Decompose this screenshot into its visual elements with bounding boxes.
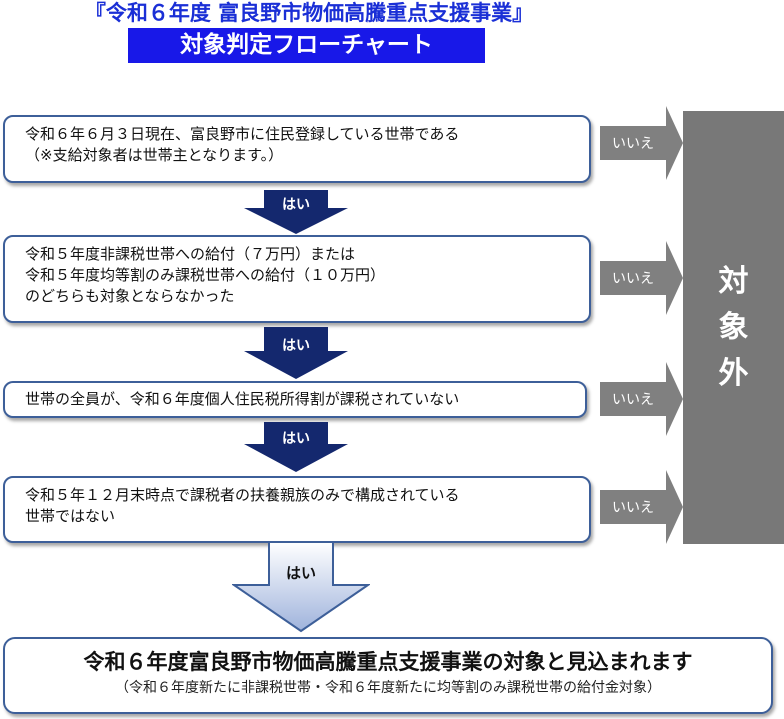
condition-3-line-1: 世帯の全員が、令和６年度個人住民税所得割が課税されていない bbox=[25, 390, 460, 408]
no-label-3: いいえ bbox=[612, 392, 654, 408]
flowchart-subtitle: 対象判定フローチャート bbox=[128, 28, 485, 63]
not-eligible-label: 対 象 外 bbox=[718, 264, 749, 391]
condition-box-3: 世帯の全員が、令和６年度個人住民税所得割が課税されていない bbox=[3, 381, 587, 418]
yes-label-3: はい bbox=[282, 431, 310, 447]
arrow-down-dark-icon bbox=[244, 422, 348, 472]
no-label-2: いいえ bbox=[612, 271, 654, 287]
condition-2-line-3: のどちらも対象とならなかった bbox=[25, 287, 235, 305]
result-note-text: （令和６年度新たに非課税世帯・令和６年度新たに均等割のみ課税世帯の給付金対象） bbox=[115, 680, 661, 696]
final-yes-arrow: はい bbox=[232, 541, 370, 633]
no-arrow-1: いいえ bbox=[600, 106, 683, 180]
condition-box-2: 令和５年度非課税世帯への給付（７万円）または 令和５年度均等割のみ課税世帯への給… bbox=[3, 235, 591, 323]
arrow-right-gray-icon bbox=[600, 362, 683, 436]
yes-arrow-3: はい bbox=[244, 422, 348, 472]
condition-1-line-1: 令和６年６月３日現在、富良野市に住民登録している世帯である bbox=[25, 125, 460, 143]
arrow-down-dark-icon bbox=[244, 327, 348, 379]
arrow-right-gray-icon bbox=[600, 106, 683, 180]
yes-arrow-2: はい bbox=[244, 327, 348, 379]
condition-box-1: 令和６年６月３日現在、富良野市に住民登録している世帯である （※支給対象者は世帯… bbox=[3, 115, 591, 183]
no-arrow-2: いいえ bbox=[600, 241, 683, 315]
condition-box-4: 令和５年１２月末時点で課税者の扶養親族のみで構成されている 世帯ではない bbox=[3, 476, 591, 543]
no-label-1: いいえ bbox=[612, 136, 654, 152]
not-eligible-panel: 対 象 外 bbox=[683, 111, 784, 544]
condition-4-line-1: 令和５年１２月末時点で課税者の扶養親族のみで構成されている bbox=[25, 486, 460, 504]
condition-4-line-2: 世帯ではない bbox=[25, 507, 116, 525]
condition-1-line-2: （※支給対象者は世帯主となります。） bbox=[25, 146, 284, 164]
final-yes-label: はい bbox=[285, 564, 316, 582]
arrow-down-dark-icon bbox=[244, 190, 348, 234]
arrow-down-gradient-icon bbox=[232, 541, 370, 633]
arrow-right-gray-icon bbox=[600, 241, 683, 315]
no-label-4: いいえ bbox=[612, 500, 654, 516]
no-arrow-4: いいえ bbox=[600, 470, 683, 544]
result-box: 令和６年度富良野市物価高騰重点支援事業の対象と見込まれます （令和６年度新たに非… bbox=[3, 637, 773, 714]
result-main-text: 令和６年度富良野市物価高騰重点支援事業の対象と見込まれます bbox=[83, 650, 693, 674]
condition-2-line-2: 令和５年度均等割のみ課税世帯への給付（１０万円） bbox=[25, 266, 386, 284]
flowchart-title: 『令和６年度 富良野市物価高騰重点支援事業』 bbox=[84, 1, 534, 25]
yes-arrow-1: はい bbox=[244, 190, 348, 234]
condition-2-line-1: 令和５年度非課税世帯への給付（７万円）または bbox=[25, 245, 356, 263]
yes-label-1: はい bbox=[282, 197, 310, 213]
arrow-right-gray-icon bbox=[600, 470, 683, 544]
no-arrow-3: いいえ bbox=[600, 362, 683, 436]
yes-label-2: はい bbox=[282, 338, 310, 354]
